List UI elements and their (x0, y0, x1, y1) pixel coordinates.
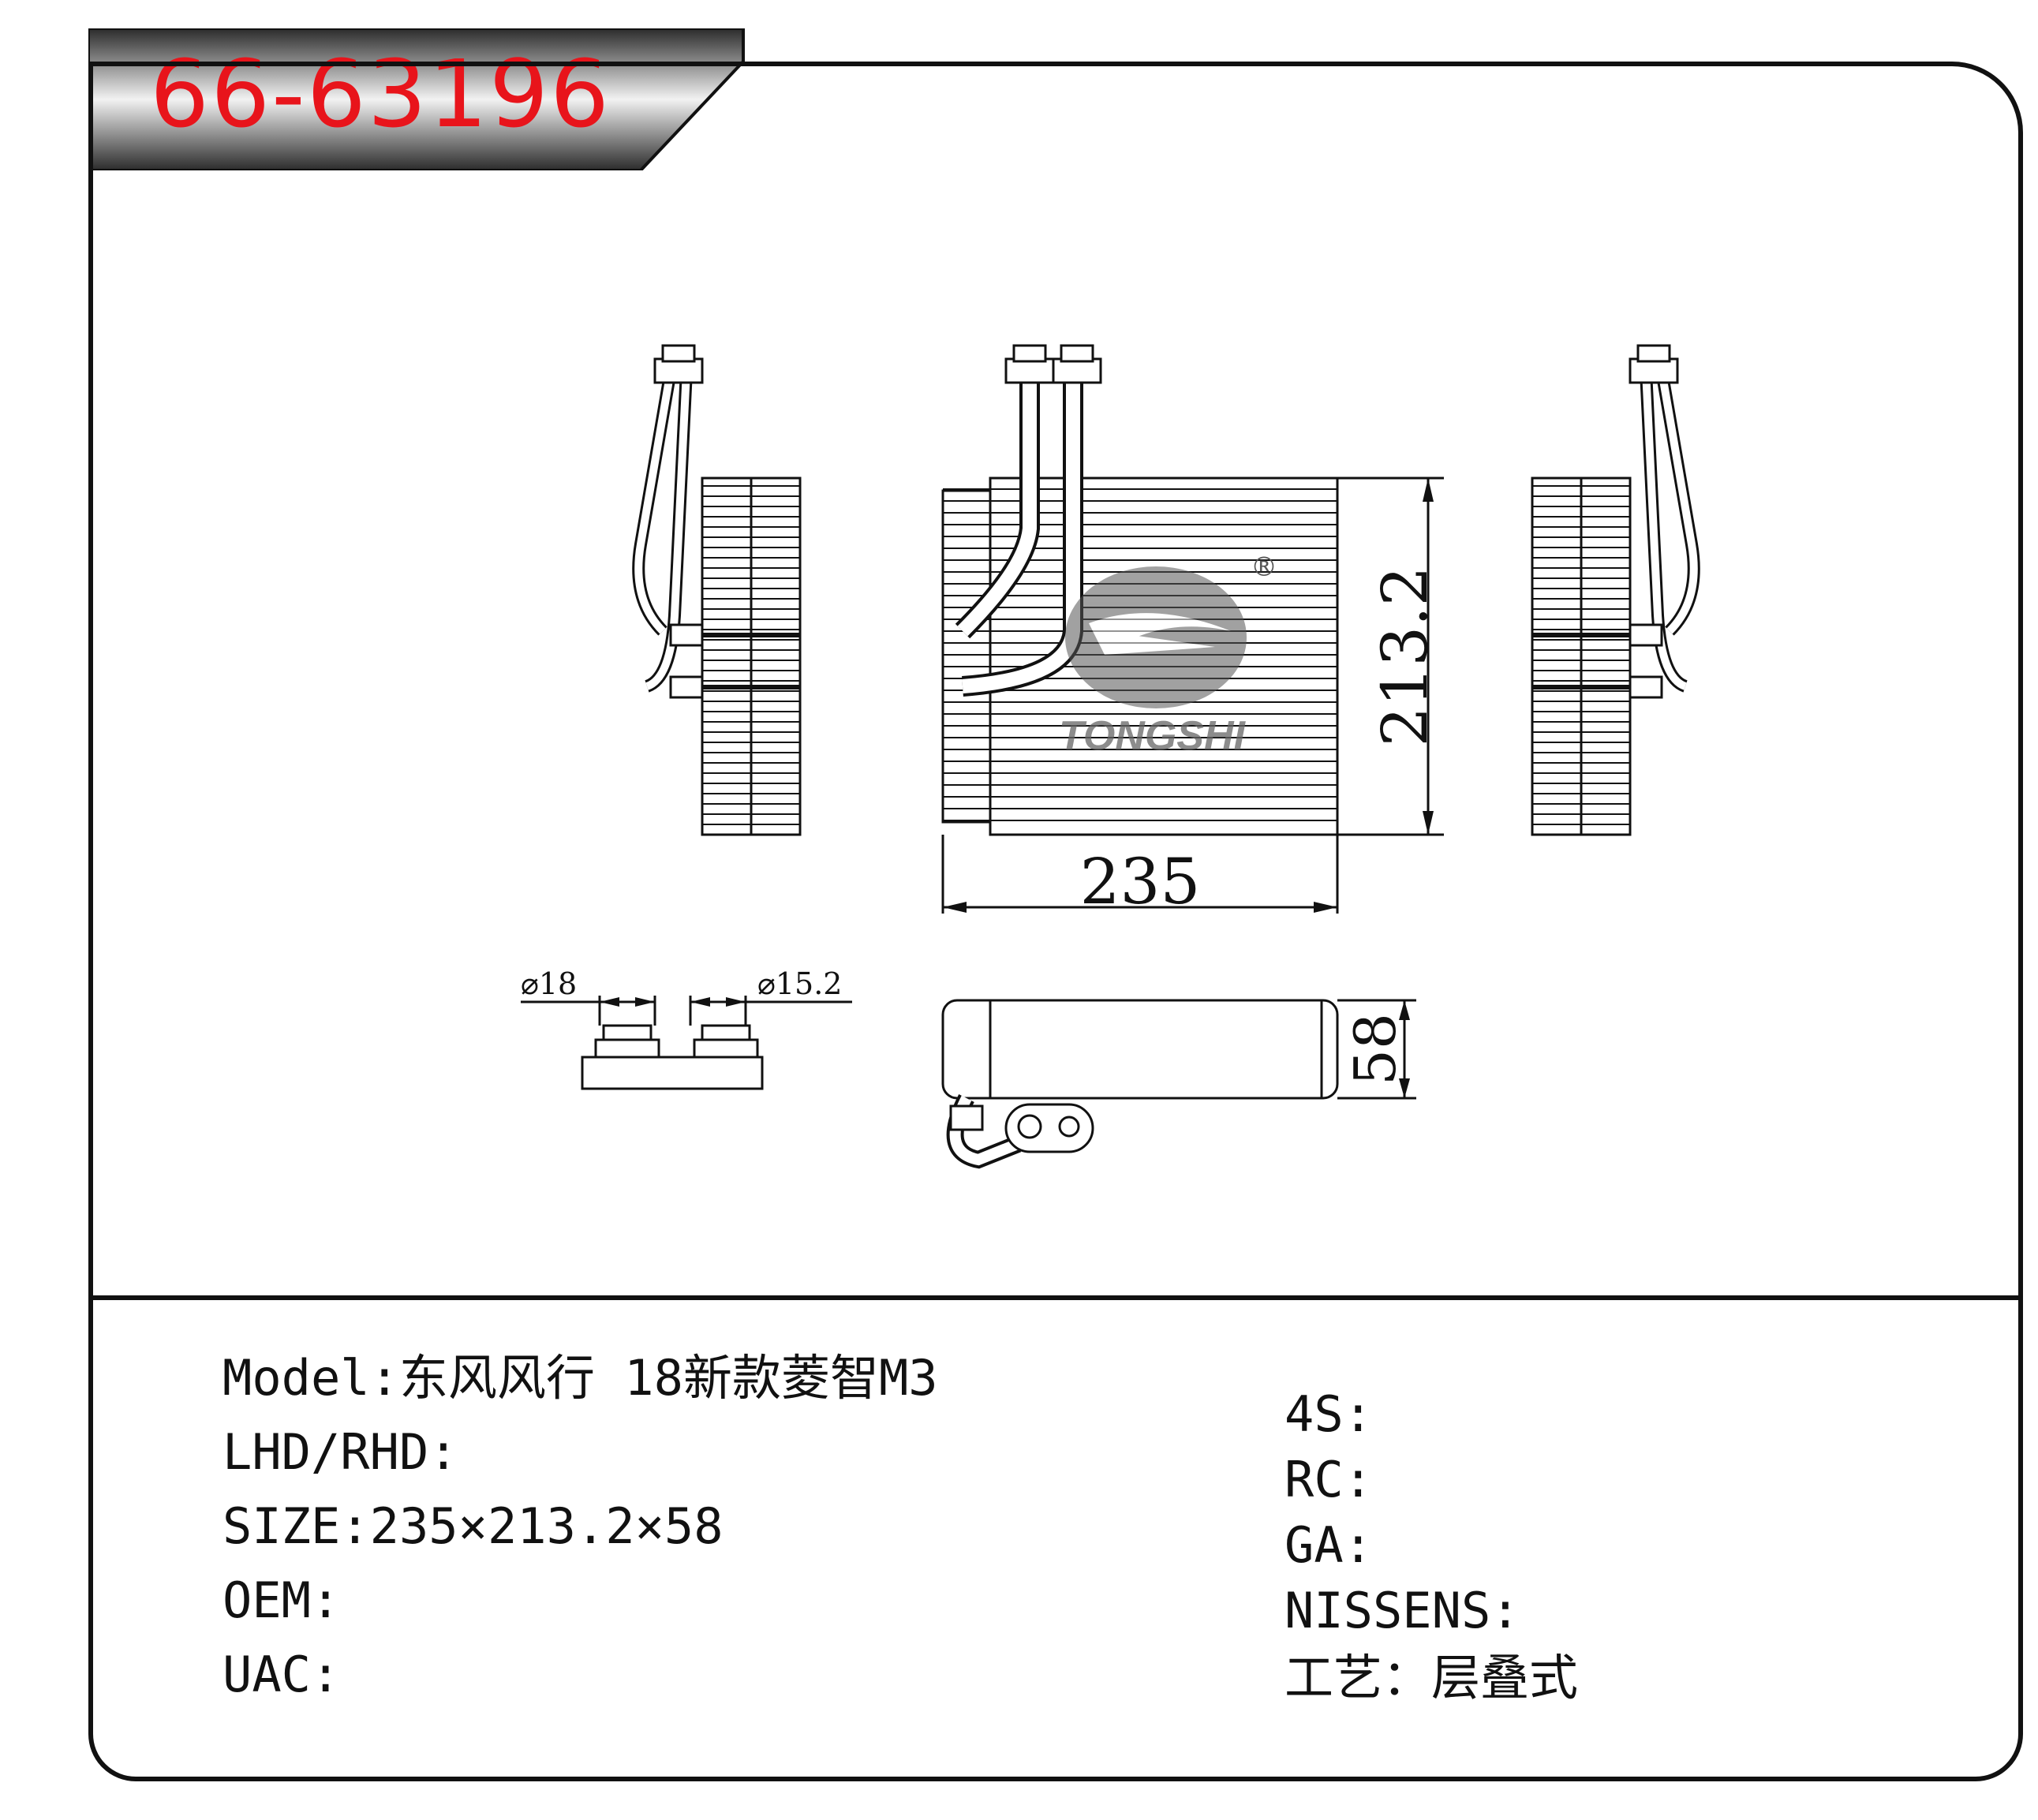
spec-4s: 4S: (1285, 1390, 1373, 1439)
brand-text: TONGSHI (1059, 713, 1247, 759)
spec-rc-label: RC: (1285, 1451, 1373, 1508)
technical-drawing: 235 213.2 58 ⌀18 ⌀15.2 TONGSHI ® (521, 344, 1700, 1169)
spec-uac-label: UAC: (222, 1646, 341, 1703)
spec-process-value: 层叠式 (1431, 1649, 1579, 1706)
registered-mark: ® (1251, 551, 1277, 583)
dimension-height-label: 213.2 (1368, 566, 1442, 746)
spec-model-value: 东风风行 18新款菱智M3 (398, 1349, 938, 1407)
spec-nissens-label: NISSENS: (1285, 1582, 1520, 1639)
flange-detail (521, 996, 852, 1090)
drawing-frame (88, 62, 2023, 1781)
spec-size-label: SIZE: (222, 1497, 370, 1555)
spec-4s-label: 4S: (1285, 1385, 1373, 1443)
spec-oem-label: OEM: (222, 1571, 341, 1629)
section-divider (88, 1295, 2023, 1300)
spec-model-label: Model: (222, 1349, 399, 1407)
spec-uac: UAC: (222, 1650, 340, 1699)
spec-lhd-rhd-label: LHD/RHD: (222, 1423, 458, 1481)
spec-rc: RC: (1285, 1456, 1373, 1504)
spec-nissens: NISSENS: (1285, 1586, 1520, 1635)
top-view (941, 999, 1416, 1169)
spec-lhd-rhd: LHD/RHD: (222, 1428, 458, 1477)
dimension-port-right-label: ⌀15.2 (757, 966, 843, 1001)
spec-model: Model:东风风行 18新款菱智M3 (222, 1354, 938, 1403)
spec-ga: GA: (1285, 1521, 1373, 1570)
spec-size-value: 235×213.2×58 (369, 1497, 724, 1555)
left-side-view (632, 344, 802, 836)
spec-process: 工艺：层叠式 (1285, 1654, 1578, 1702)
spec-size: SIZE:235×213.2×58 (222, 1502, 724, 1551)
dimension-width-label: 235 (1080, 845, 1201, 918)
spec-process-label: 工艺： (1285, 1649, 1432, 1706)
brand-logo (1065, 566, 1247, 708)
dimension-depth-label: 58 (1342, 1013, 1408, 1086)
front-view (941, 344, 1444, 914)
spec-ga-label: GA: (1285, 1516, 1373, 1574)
right-side-view (1531, 344, 1700, 836)
dimension-port-left-label: ⌀18 (521, 966, 577, 1001)
spec-oem: OEM: (222, 1576, 340, 1625)
